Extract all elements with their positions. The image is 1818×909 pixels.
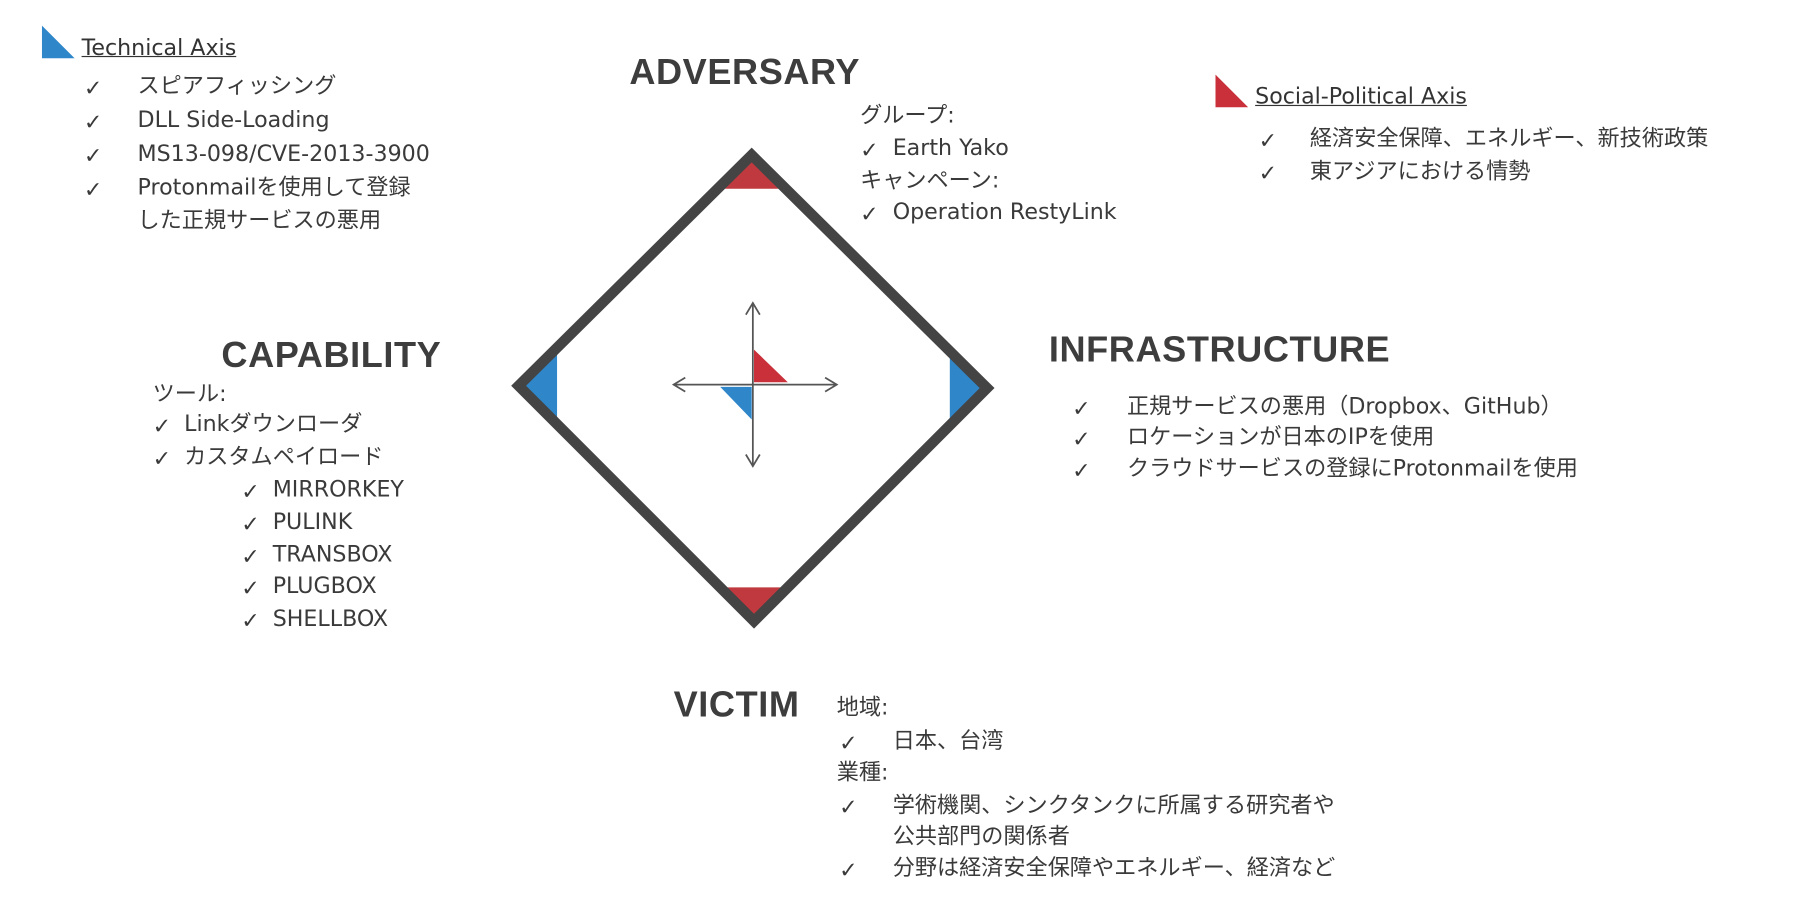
check-icon: ✓ <box>241 544 260 570</box>
check-icon: ✓ <box>1072 458 1091 484</box>
check-icon: ✓ <box>83 75 103 102</box>
technical-item: DLL Side-Loading <box>137 107 330 133</box>
group-value: Earth Yako <box>892 135 1009 161</box>
check-icon: ✓ <box>241 511 260 538</box>
check-icon: ✓ <box>839 730 858 757</box>
check-icon: ✓ <box>83 177 103 203</box>
victim-title: VICTIM <box>673 684 800 725</box>
infrastructure-item: 正規サービスの悪用（Dropbox、GitHub） <box>1126 393 1563 420</box>
check-icon: ✓ <box>241 575 260 602</box>
center-axes-arrows <box>671 301 839 468</box>
industry-item: 学術機関、シンクタンクに所属する研究者や <box>892 792 1335 819</box>
adversary-title: ADVERSARY <box>629 51 861 93</box>
check-icon: ✓ <box>152 446 172 472</box>
payload-item: PULINK <box>272 509 353 535</box>
check-icon: ✓ <box>241 608 260 634</box>
group-label: グループ: <box>860 102 955 129</box>
tools-label: ツール: <box>152 381 227 407</box>
technical-item: スピアフィッシング <box>137 73 337 100</box>
industry-item: 分野は経済安全保障やエネルギー、経済など <box>892 855 1336 882</box>
victim-red-cap <box>727 587 781 617</box>
capability-blue-cap <box>524 354 558 418</box>
tool-item: カスタムペイロード <box>184 444 384 470</box>
tool-item: Linkダウンローダ <box>184 411 363 438</box>
payload-item: SHELLBOX <box>272 606 389 632</box>
region-label: 地域: <box>836 694 889 721</box>
capability-title: CAPABILITY <box>221 334 442 376</box>
diamond-outline <box>511 147 995 629</box>
infrastructure-item: ロケーションが日本のIPを使用 <box>1126 424 1435 450</box>
infrastructure-blue-cap <box>949 356 982 420</box>
industry-item: 公共部門の関係者 <box>892 823 1070 850</box>
check-icon: ✓ <box>241 478 260 505</box>
center-technical-icon <box>720 386 752 420</box>
check-icon: ✓ <box>1258 160 1278 187</box>
check-icon: ✓ <box>83 109 103 136</box>
check-icon: ✓ <box>1072 396 1091 422</box>
social-item: 経済安全保障、エネルギー、新技術政策 <box>1309 125 1709 152</box>
check-icon: ✓ <box>152 413 172 440</box>
social-axis-label: Social-Political Axis <box>1255 83 1467 110</box>
center-social-icon <box>754 349 788 383</box>
infrastructure-item: クラウドサービスの登録にProtonmailを使用 <box>1126 455 1578 482</box>
check-icon: ✓ <box>839 794 858 821</box>
check-icon: ✓ <box>1072 426 1091 453</box>
payload-item: TRANSBOX <box>272 541 393 568</box>
region-value: 日本、台湾 <box>892 728 1004 755</box>
check-icon: ✓ <box>860 137 879 164</box>
check-icon: ✓ <box>839 857 858 884</box>
technical-item: した正規サービスの悪用 <box>137 207 382 234</box>
technical-axis-label: Technical Axis <box>81 34 237 61</box>
infrastructure-title: INFRASTRUCTURE <box>1048 328 1391 370</box>
check-icon: ✓ <box>83 143 103 169</box>
adversary-red-cap <box>724 159 779 189</box>
industry-label: 業種: <box>836 759 889 786</box>
campaign-value: Operation RestyLink <box>892 199 1117 225</box>
technical-axis-legend-icon <box>41 25 75 59</box>
social-item: 東アジアにおける情勢 <box>1309 158 1531 185</box>
technical-item: Protonmailを使用して登録 <box>137 174 411 201</box>
technical-item: MS13-098/CVE-2013-3900 <box>137 141 430 167</box>
check-icon: ✓ <box>860 201 879 228</box>
social-axis-legend-icon <box>1215 74 1249 108</box>
check-icon: ✓ <box>1258 128 1278 154</box>
payload-item: PLUGBOX <box>272 573 377 600</box>
campaign-label: キャンペーン: <box>860 167 1000 194</box>
payload-item: MIRRORKEY <box>272 476 404 503</box>
